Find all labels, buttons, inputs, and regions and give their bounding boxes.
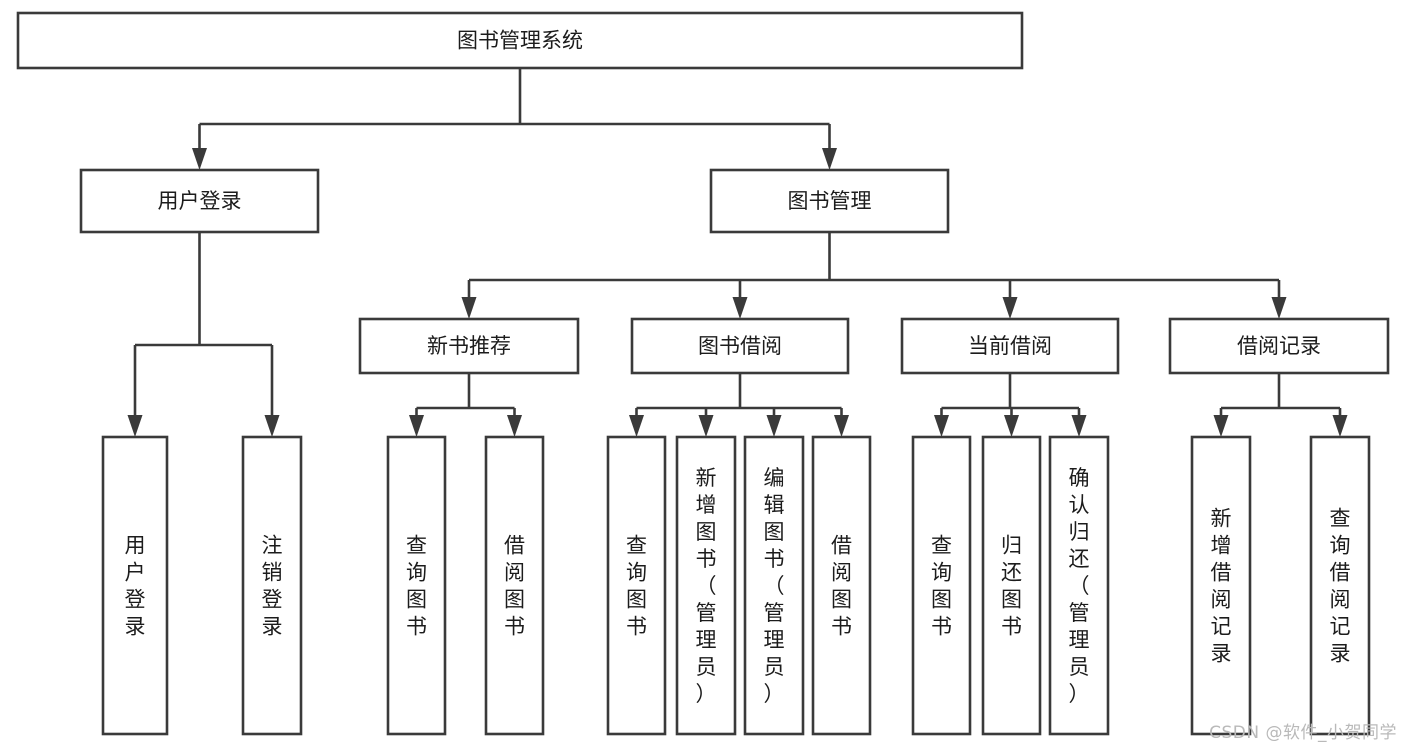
- arrow-head-icon: [1213, 415, 1229, 437]
- arrow-head-icon: [1332, 415, 1348, 437]
- node-box[interactable]: [675, 435, 737, 736]
- node-leaf-1[interactable]: 注销登录: [241, 435, 303, 736]
- node-label: 借阅图书: [831, 534, 852, 639]
- arrow-head-icon: [834, 415, 849, 437]
- node-box[interactable]: [630, 317, 850, 375]
- node-label: 查询借阅记录: [1330, 507, 1351, 666]
- node-leaf-6[interactable]: 编辑图书（管理员）: [743, 435, 805, 736]
- node-box[interactable]: [709, 168, 950, 234]
- arrow-head-icon: [192, 148, 207, 170]
- node-box[interactable]: [1190, 435, 1252, 736]
- node-label: 查询图书: [406, 534, 427, 639]
- arrow-head-icon: [1071, 415, 1087, 437]
- node-label: 借阅记录: [1237, 334, 1321, 358]
- node-label: 借阅图书: [504, 534, 525, 639]
- node-label: 图书管理: [788, 189, 872, 213]
- arrow-head-icon: [822, 148, 837, 170]
- arrow-head-icon: [732, 297, 748, 319]
- node-label: 当前借阅: [968, 334, 1052, 358]
- arrow-head-icon: [1002, 297, 1018, 319]
- node-leaf-7[interactable]: 借阅图书: [811, 435, 872, 736]
- node-label: 新增借阅记录: [1211, 507, 1232, 666]
- node-root[interactable]: 图书管理系统: [16, 11, 1024, 70]
- node-l3-0[interactable]: 新书推荐: [358, 317, 580, 375]
- node-label: 查询图书: [931, 534, 952, 639]
- node-leaf-2[interactable]: 查询图书: [386, 435, 447, 736]
- node-label: 图书管理系统: [457, 29, 583, 53]
- node-label: 归还图书: [1001, 534, 1022, 639]
- node-box[interactable]: [101, 435, 169, 736]
- arrow-head-icon: [507, 415, 522, 437]
- node-leaf-10[interactable]: 确认归还（管理员）: [1048, 435, 1110, 736]
- node-box[interactable]: [79, 168, 320, 234]
- arrow-head-icon: [934, 415, 949, 437]
- edge-group-l3-1: [629, 373, 849, 437]
- node-label: 用户登录: [125, 534, 146, 639]
- node-leaf-0[interactable]: 用户登录: [101, 435, 169, 736]
- node-box[interactable]: [981, 435, 1042, 736]
- node-box[interactable]: [16, 11, 1024, 70]
- node-l3-2[interactable]: 当前借阅: [900, 317, 1120, 375]
- node-l2-1[interactable]: 图书管理: [709, 168, 950, 234]
- node-leaf-3[interactable]: 借阅图书: [484, 435, 545, 736]
- arrow-head-icon: [629, 415, 644, 437]
- node-layer: 图书管理系统用户登录图书管理新书推荐图书借阅当前借阅借阅记录用户登录注销登录查询…: [16, 11, 1390, 736]
- arrow-head-icon: [1271, 297, 1287, 319]
- arrow-head-icon: [264, 415, 280, 437]
- node-box[interactable]: [911, 435, 972, 736]
- node-box[interactable]: [1168, 317, 1390, 375]
- node-box[interactable]: [1048, 435, 1110, 736]
- node-label: 查询图书: [626, 534, 647, 639]
- edge-group-l3-3: [1213, 373, 1348, 437]
- node-label: 图书借阅: [698, 334, 782, 358]
- node-box[interactable]: [358, 317, 580, 375]
- node-box[interactable]: [1309, 435, 1371, 736]
- edge-group-l3-2: [934, 373, 1087, 437]
- edge-group-l2-0: [127, 232, 280, 437]
- edge-group-l2-1: [461, 232, 1287, 319]
- node-leaf-8[interactable]: 查询图书: [911, 435, 972, 736]
- arrow-head-icon: [127, 415, 143, 437]
- connector-layer: [127, 68, 1348, 437]
- node-l3-3[interactable]: 借阅记录: [1168, 317, 1390, 375]
- node-leaf-12[interactable]: 查询借阅记录: [1309, 435, 1371, 736]
- node-l2-0[interactable]: 用户登录: [79, 168, 320, 234]
- arrow-head-icon: [698, 415, 714, 437]
- node-label: 注销登录: [262, 534, 283, 639]
- node-label: 编辑图书（管理员）: [764, 466, 785, 706]
- node-box[interactable]: [241, 435, 303, 736]
- node-leaf-5[interactable]: 新增图书（管理员）: [675, 435, 737, 736]
- arrow-head-icon: [461, 297, 477, 319]
- node-box[interactable]: [811, 435, 872, 736]
- node-box[interactable]: [900, 317, 1120, 375]
- node-box[interactable]: [386, 435, 447, 736]
- arrow-head-icon: [766, 415, 782, 437]
- node-leaf-11[interactable]: 新增借阅记录: [1190, 435, 1252, 736]
- arrow-head-icon: [1004, 415, 1019, 437]
- node-box[interactable]: [606, 435, 667, 736]
- edge-group-root: [192, 68, 837, 170]
- node-label: 确认归还（管理员）: [1069, 466, 1090, 706]
- node-box[interactable]: [484, 435, 545, 736]
- edge-group-l3-0: [409, 373, 522, 437]
- arrow-head-icon: [409, 415, 424, 437]
- node-label: 新增图书（管理员）: [696, 466, 717, 706]
- node-leaf-4[interactable]: 查询图书: [606, 435, 667, 736]
- node-label: 新书推荐: [427, 334, 511, 358]
- node-box[interactable]: [743, 435, 805, 736]
- node-l3-1[interactable]: 图书借阅: [630, 317, 850, 375]
- csdn-watermark: CSDN @软件_小贺同学: [1209, 723, 1397, 743]
- node-leaf-9[interactable]: 归还图书: [981, 435, 1042, 736]
- node-label: 用户登录: [158, 189, 242, 213]
